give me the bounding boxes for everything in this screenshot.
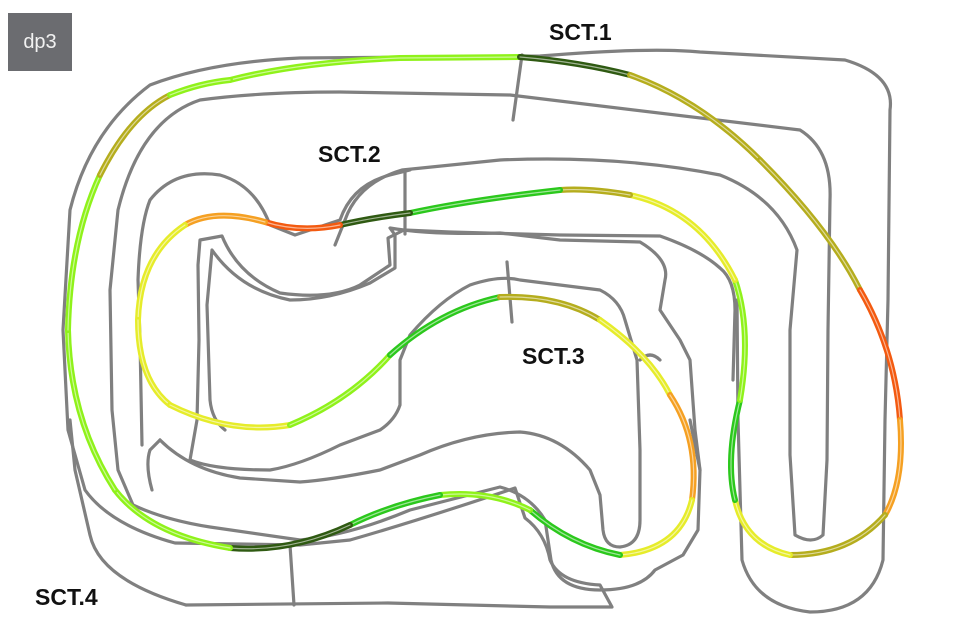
racing-line-highlight bbox=[229, 56, 521, 81]
racing-line-highlight bbox=[184, 215, 266, 226]
racing-line-highlight bbox=[114, 489, 231, 549]
racing-line-highlight bbox=[629, 194, 736, 281]
racing-line-segment bbox=[667, 392, 697, 503]
racing-line-segment bbox=[135, 222, 188, 323]
racing-line-segment bbox=[347, 492, 443, 528]
infield-top bbox=[136, 168, 412, 447]
racing-line-highlight bbox=[529, 509, 621, 556]
racing-line-highlight bbox=[169, 79, 231, 96]
racing-line-highlight bbox=[67, 329, 116, 491]
racing-line-highlight bbox=[759, 159, 861, 291]
racing-line-highlight bbox=[137, 224, 186, 321]
racing-line-highlight bbox=[859, 289, 901, 421]
racing-line-segment bbox=[857, 287, 903, 423]
racing-line-segment bbox=[407, 187, 563, 216]
racing-line-highlight bbox=[789, 514, 886, 556]
racing-line-highlight bbox=[730, 399, 741, 501]
racing-line-segment bbox=[517, 54, 633, 78]
racing-line-highlight bbox=[499, 296, 601, 321]
racing-line-highlight bbox=[67, 174, 101, 331]
racing-line-highlight bbox=[349, 494, 441, 526]
racing-line-highlight bbox=[339, 212, 411, 226]
sector-label-sct3: SCT.3 bbox=[522, 343, 585, 369]
racing-line-highlight bbox=[99, 94, 171, 176]
racing-line-segment bbox=[182, 212, 268, 228]
sector-dividers bbox=[288, 53, 524, 607]
racing-line-highlight bbox=[169, 404, 291, 429]
racing-line-segment bbox=[617, 497, 695, 558]
racing-line bbox=[65, 54, 904, 558]
racing-line-highlight bbox=[264, 221, 341, 229]
racing-line-segment bbox=[787, 512, 888, 558]
racing-line-highlight bbox=[734, 499, 791, 556]
racing-line-segment bbox=[287, 352, 393, 428]
racing-line-highlight bbox=[409, 189, 561, 214]
sector-label-sct4: SCT.4 bbox=[35, 584, 98, 610]
driver-badge-label: dp3 bbox=[23, 30, 57, 53]
sector-label-sct1: SCT.1 bbox=[549, 19, 612, 45]
inner-loop bbox=[205, 226, 702, 472]
racing-line-segment bbox=[757, 157, 863, 293]
racing-line-highlight bbox=[289, 354, 391, 426]
racing-line-segment bbox=[732, 497, 793, 558]
racing-line-highlight bbox=[229, 524, 351, 550]
racing-line-highlight bbox=[599, 319, 671, 396]
infield-inner bbox=[188, 228, 737, 462]
racing-line-highlight bbox=[559, 188, 631, 196]
racing-line-highlight bbox=[629, 74, 761, 161]
racing-line-segment bbox=[167, 77, 233, 98]
track-outlines bbox=[61, 48, 893, 614]
driver-badge: dp3 bbox=[8, 13, 72, 71]
racing-line-highlight bbox=[619, 499, 693, 556]
racing-line-highlight bbox=[137, 319, 171, 406]
racing-line-segment bbox=[167, 402, 293, 431]
outer-boundary-left bbox=[68, 418, 188, 607]
infield-s-curve bbox=[158, 276, 642, 549]
sector-label-sct2: SCT.2 bbox=[318, 141, 381, 167]
outer-boundary bbox=[61, 48, 893, 614]
inner-boundary-2 bbox=[131, 418, 702, 592]
sct1-divider bbox=[511, 53, 524, 122]
racing-line-segment bbox=[882, 417, 904, 518]
inner-boundary-1 bbox=[108, 90, 832, 542]
racing-line-highlight bbox=[439, 493, 531, 511]
sct4-divider bbox=[288, 543, 296, 607]
racing-line-highlight bbox=[734, 279, 746, 401]
racing-line-highlight bbox=[669, 394, 695, 501]
racing-line-highlight bbox=[884, 419, 902, 516]
racing-line-highlight bbox=[389, 296, 501, 356]
racing-line-highlight bbox=[519, 56, 631, 76]
sct3-divider bbox=[505, 260, 514, 324]
